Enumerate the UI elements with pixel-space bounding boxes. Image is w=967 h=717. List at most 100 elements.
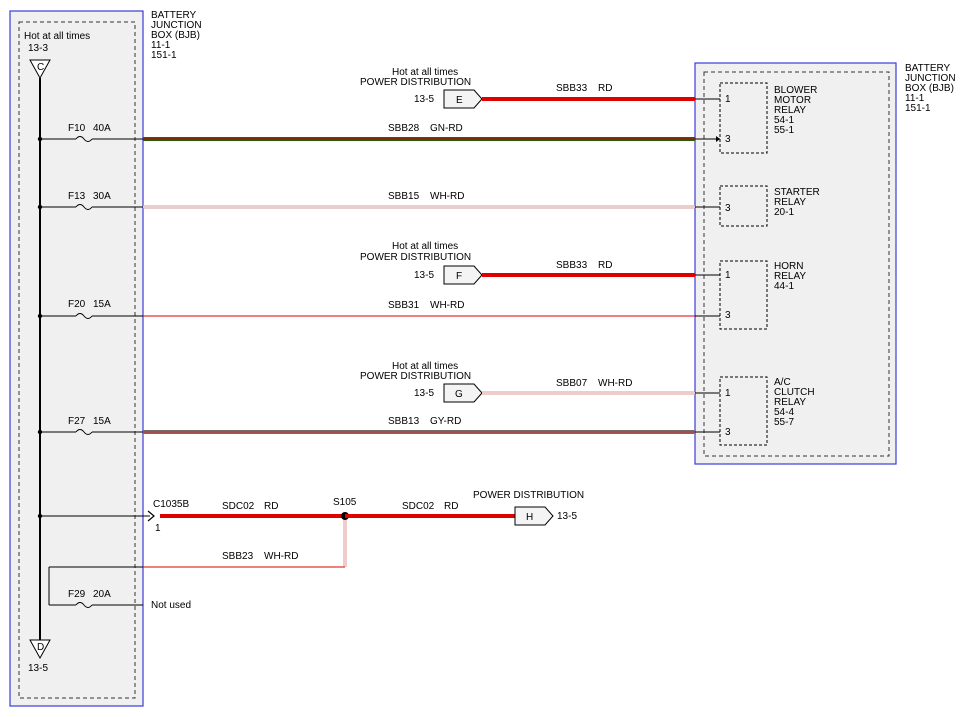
feed-e-hot: Hot at all times — [392, 67, 458, 78]
not-used-label: Not used — [151, 600, 191, 611]
connector-c-symbol — [29, 59, 51, 80]
wire-sbb13-circuit: SBB13 — [388, 416, 420, 427]
connector-h-label: H — [526, 512, 533, 523]
fuse-f29-amps: 20A — [93, 589, 111, 600]
feed-e-ref: 13-5 — [414, 94, 434, 105]
fuse-f20 — [40, 313, 143, 319]
fuse-f13 — [40, 204, 143, 210]
bottom-dist-label: POWER DISTRIBUTION — [473, 490, 584, 501]
fuse-f27 — [40, 429, 143, 435]
feed-g-hot: Hot at all times — [392, 361, 458, 372]
wire-sbb15-circuit: SBB15 — [388, 191, 420, 202]
fuse-f29 — [48, 567, 143, 608]
wire-sbb28-color: GN-RD — [430, 123, 463, 134]
relay-horn-label-0: HORN — [774, 261, 803, 272]
relay-horn — [719, 260, 768, 330]
right-box-label-4: 151-1 — [905, 103, 931, 114]
relay-blower-label-3: 54-1 — [774, 115, 794, 126]
right-box-label-0: BATTERY — [905, 63, 951, 74]
left-junction-box — [9, 10, 144, 707]
right-box-label-3: 11-1 — [905, 93, 925, 104]
sdc02-right-circuit: SDC02 — [402, 501, 435, 512]
connector-g-label: G — [455, 389, 463, 400]
feed-f-ref: 13-5 — [414, 270, 434, 281]
wire-sbb23-circuit: SBB23 — [222, 551, 254, 562]
feed-g-ref: 13-5 — [414, 388, 434, 399]
relay-blower-label-1: MOTOR — [774, 95, 811, 106]
sdc02-left-color: RD — [264, 501, 278, 512]
hot-ref-label: 13-3 — [28, 43, 48, 54]
wire-sbb28-circuit: SBB28 — [388, 123, 420, 134]
sdc02-left-circuit: SDC02 — [222, 501, 255, 512]
relay-horn-pin-1: 1 — [725, 270, 731, 281]
relay-blower-label-0: BLOWER — [774, 85, 817, 96]
left-box-label-3: 11-1 — [151, 40, 171, 51]
relay-blower-label-2: RELAY — [774, 105, 806, 116]
relay-ac-label-0: A/C — [774, 377, 791, 388]
wire-sbb23 — [49, 520, 347, 568]
feed-g-color: WH-RD — [598, 378, 632, 389]
feed-f-hot: Hot at all times — [392, 241, 458, 252]
connector-d-symbol — [29, 639, 51, 660]
fuse-f13-amps: 30A — [93, 191, 111, 202]
relay-starter — [719, 185, 768, 227]
connector-h-symbol — [514, 506, 554, 526]
c1035b-label: C1035B — [153, 499, 189, 510]
fuse-f13-id: F13 — [68, 191, 86, 202]
feed-f-dist: POWER DISTRIBUTION — [360, 252, 471, 263]
connector-d-label: D — [37, 642, 44, 653]
connector-e-symbol — [443, 89, 483, 109]
wire-sbb13-color: GY-RD — [430, 416, 461, 427]
fuse-f20-amps: 15A — [93, 299, 111, 310]
left-box-label-2: BOX (BJB) — [151, 30, 200, 41]
wire-sbb15-color: WH-RD — [430, 191, 464, 202]
c1035b-pin: 1 — [155, 523, 161, 534]
left-box-label-0: BATTERY — [151, 10, 197, 21]
connector-c-label: C — [37, 62, 44, 73]
relay-ac-pin-1: 1 — [725, 388, 731, 399]
relay-ac-label-3: 54-4 — [774, 407, 794, 418]
relay-ac-pin-3: 3 — [725, 427, 731, 438]
splice-s105-label: S105 — [333, 497, 357, 508]
right-box-label-1: JUNCTION — [905, 73, 956, 84]
connector-h-ref: 13-5 — [557, 511, 577, 522]
relay-starter-pin-3: 3 — [725, 203, 731, 214]
feed-e-dist: POWER DISTRIBUTION — [360, 77, 471, 88]
bottom-ref-label: 13-5 — [28, 663, 48, 674]
connector-f-symbol — [443, 265, 483, 285]
connector-g-symbol — [443, 383, 483, 403]
relay-starter-label-2: 20-1 — [774, 207, 794, 218]
relay-ac-label-1: CLUTCH — [774, 387, 815, 398]
left-box-label-1: JUNCTION — [151, 20, 202, 31]
connector-f-label: F — [456, 271, 462, 282]
hot-at-all-times-label: Hot at all times — [24, 31, 90, 42]
c1035b-symbol — [147, 510, 155, 522]
relay-horn-pin-3: 3 — [725, 310, 731, 321]
feed-g-dist: POWER DISTRIBUTION — [360, 371, 471, 382]
feed-f-color: RD — [598, 260, 612, 271]
wire-sbb31-color: WH-RD — [430, 300, 464, 311]
relay-blower-label-4: 55-1 — [774, 125, 794, 136]
fuse-f27-amps: 15A — [93, 416, 111, 427]
right-junction-box — [694, 62, 897, 465]
wire-sbb28 — [143, 136, 720, 142]
relay-starter-label-1: RELAY — [774, 197, 806, 208]
relay-horn-label-1: RELAY — [774, 271, 806, 282]
feed-g-circuit: SBB07 — [556, 378, 588, 389]
relay-ac-clutch — [719, 376, 768, 446]
relay-blower-pin-1: 1 — [725, 94, 731, 105]
fuse-f27-id: F27 — [68, 416, 86, 427]
fuse-f10 — [40, 136, 143, 142]
fuse-f10-id: F10 — [68, 123, 86, 134]
relay-blower-motor — [719, 82, 768, 154]
relay-ac-label-4: 55-7 — [774, 417, 794, 428]
relay-ac-label-2: RELAY — [774, 397, 806, 408]
fuse-f20-id: F20 — [68, 299, 86, 310]
feed-e-color: RD — [598, 83, 612, 94]
wire-sbb31-circuit: SBB31 — [388, 300, 420, 311]
fuse-f10-amps: 40A — [93, 123, 111, 134]
feed-e-circuit: SBB33 — [556, 83, 588, 94]
sdc02-right-color: RD — [444, 501, 458, 512]
